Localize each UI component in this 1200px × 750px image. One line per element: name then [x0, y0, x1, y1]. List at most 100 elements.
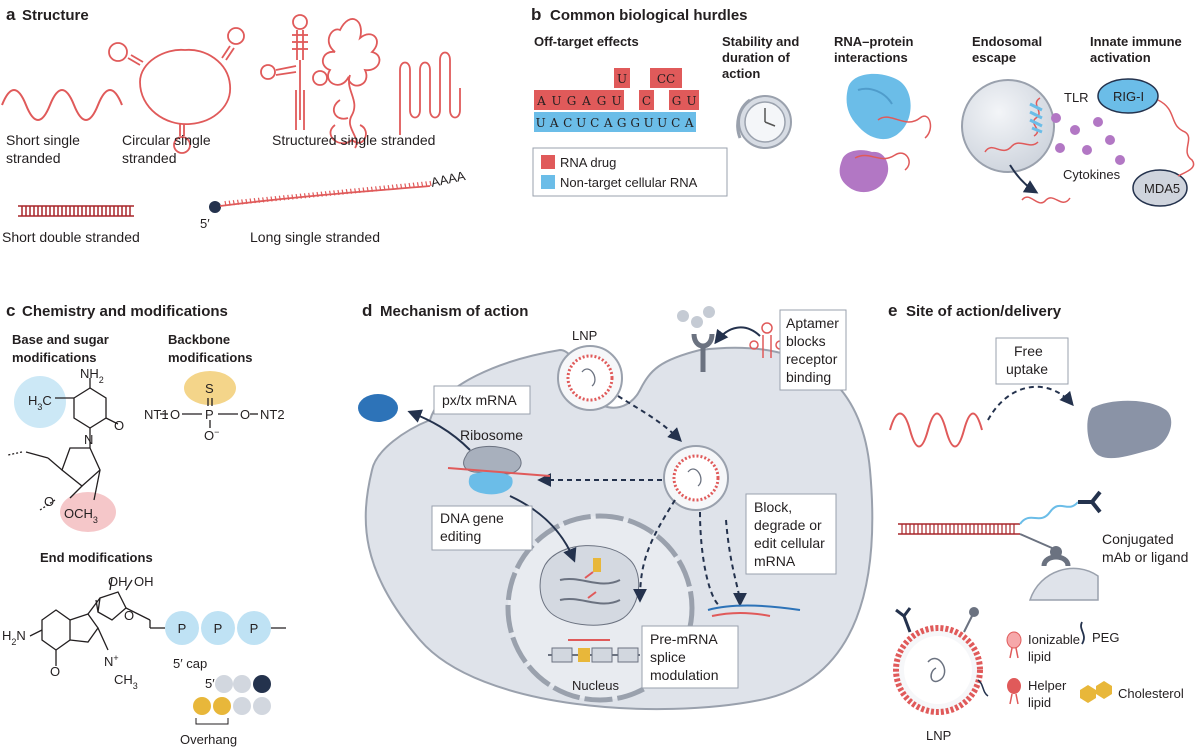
sulfur-highlight — [184, 371, 236, 405]
nucleus-label: Nucleus — [572, 678, 619, 693]
base-tick — [316, 191, 319, 198]
lnp-endocytosis — [557, 345, 623, 411]
five-prime-cap-dot — [209, 201, 221, 213]
drug-nucleotide-cell — [549, 90, 564, 110]
liver-icon — [1087, 400, 1172, 459]
lnp-label-bottom: LNP — [926, 728, 951, 743]
block-box — [745, 493, 837, 575]
h2n-label: H2N — [2, 628, 26, 647]
conj-text-2: mAb or ligand — [1102, 549, 1188, 565]
legend-drug-swatch — [541, 155, 555, 169]
lnp-label-top: LNP — [572, 328, 597, 343]
target-nucleotide: C — [590, 116, 599, 130]
oh-label-2: OH — [134, 574, 154, 589]
backbone-o2: O — [240, 407, 250, 422]
aptamer-text-4: binding — [786, 369, 831, 385]
base-tick — [262, 197, 265, 203]
translated-protein — [358, 394, 398, 422]
panel-e-letter: e — [888, 301, 897, 320]
methyl-highlight — [14, 376, 66, 428]
target-nucleotide: G — [630, 116, 640, 130]
ome-highlight — [60, 492, 116, 532]
phosphate-3: P — [250, 621, 259, 636]
panel-e-title: Site of action/delivery — [906, 303, 1062, 320]
base-sugar-heading-1: Base and sugar — [12, 332, 109, 347]
panel-a: a Structure Short single stranded Circul… — [1, 5, 467, 245]
target-nucleotide: G — [617, 116, 627, 130]
overhang-beads — [193, 675, 271, 725]
base-tick — [421, 181, 424, 187]
aptamer-text-2: blocks — [786, 333, 826, 349]
target-nucleotide: U — [657, 116, 667, 130]
base-tick — [400, 183, 403, 189]
target-nucleotide: A — [603, 116, 613, 130]
base-tick — [320, 191, 323, 197]
carbonyl-o: O — [114, 418, 124, 433]
panel-b: b Common biological hurdles Off-target e… — [531, 5, 1195, 207]
legend-target-swatch — [541, 175, 555, 189]
base-tick — [349, 188, 353, 194]
conj-text-1: Conjugated — [1102, 531, 1174, 547]
nucleoside-structure — [7, 378, 119, 511]
o-minus-label: O− — [204, 427, 219, 443]
off-target-legend-box — [532, 147, 728, 197]
peg-text: PEG — [1092, 630, 1119, 645]
base-tick — [270, 196, 273, 202]
base-tick — [362, 187, 365, 193]
base-tick — [308, 192, 311, 198]
rna-protein-heading-1: RNA–protein — [834, 34, 914, 49]
mda5-label: MDA5 — [1144, 181, 1180, 196]
base-tick — [395, 184, 399, 190]
short-ss-label-2: stranded — [6, 150, 60, 166]
helper-text-2: lipid — [1028, 695, 1051, 710]
five-cap-label: 5′ cap — [173, 656, 207, 671]
n7-methyl-label: N+ — [104, 653, 119, 669]
stability-heading-1: Stability and — [722, 34, 799, 49]
base-tick — [391, 184, 394, 190]
base-tick — [375, 186, 378, 192]
base-tick — [358, 187, 361, 194]
drug-nucleotide: G — [672, 94, 682, 108]
five-prime-cap-structure — [29, 577, 286, 666]
base-tick — [312, 192, 315, 198]
panel-c-title: Chemistry and modifications — [22, 303, 228, 320]
base-tick — [383, 185, 386, 191]
short-ss-label-1: Short single — [6, 132, 80, 148]
ch3-label: CH3 — [114, 672, 138, 691]
block-text-4: mRNA — [754, 553, 796, 569]
phosphate-1: P — [178, 621, 187, 636]
base-tick — [416, 182, 420, 188]
endosome-vesicle — [961, 79, 1071, 204]
clock-icon — [736, 95, 792, 149]
editing-arrow — [509, 495, 577, 563]
dna-editing-text-2: editing — [440, 528, 481, 544]
drug-nucleotide: G — [567, 94, 577, 108]
short-single-stranded-rna — [1, 89, 123, 121]
panel-a-letter: a — [6, 5, 16, 24]
drug-nucleotide: U — [551, 94, 561, 108]
innate-immune-sensors — [1051, 78, 1195, 207]
base-tick — [387, 184, 390, 191]
endosome-in-cell — [663, 445, 729, 511]
target-mrna-duplex — [707, 604, 801, 617]
base-tick — [408, 182, 411, 189]
ribosome — [447, 446, 551, 495]
panel-c: c Chemistry and modifications Base and s… — [2, 301, 286, 747]
innate-heading-1: Innate immune — [1090, 34, 1182, 49]
base-tick — [354, 188, 357, 194]
drug-nucleotide: G — [597, 94, 607, 108]
nh2-label: NH2 — [80, 366, 104, 385]
aptamer-box — [779, 309, 847, 391]
panel-d-letter: d — [362, 301, 372, 320]
base-tick — [228, 200, 231, 206]
free-text-1: Free — [1014, 343, 1043, 359]
phosphate-2: P — [214, 621, 223, 636]
drug-nucleotide-cell — [669, 90, 684, 110]
drug-nucleotide: U — [611, 94, 621, 108]
polya-tail: AAAA — [430, 168, 467, 190]
drug-nucleotide: C — [642, 94, 651, 108]
drug-nucleotide: U — [686, 94, 696, 108]
drug-nucleotide-cell — [534, 90, 549, 110]
